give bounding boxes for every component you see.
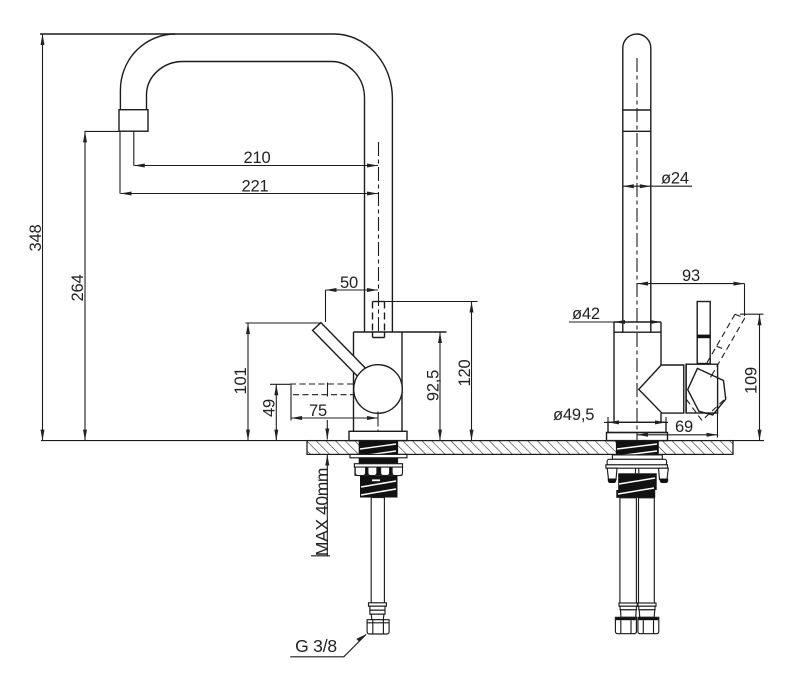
- svg-text:109: 109: [743, 367, 761, 394]
- svg-text:G 3/8: G 3/8: [295, 636, 337, 656]
- svg-text:ø49,5: ø49,5: [553, 406, 594, 424]
- svg-text:101: 101: [232, 368, 250, 395]
- svg-text:50: 50: [340, 274, 358, 292]
- svg-text:ø42: ø42: [572, 305, 600, 323]
- svg-text:69: 69: [675, 418, 693, 436]
- svg-text:221: 221: [242, 178, 269, 196]
- svg-text:210: 210: [244, 149, 271, 167]
- svg-text:120: 120: [456, 360, 474, 387]
- svg-text:ø24: ø24: [661, 170, 689, 188]
- svg-text:49: 49: [261, 399, 279, 417]
- svg-text:92,5: 92,5: [425, 370, 443, 401]
- svg-text:348: 348: [27, 225, 45, 252]
- svg-text:75: 75: [309, 402, 327, 420]
- svg-text:264: 264: [69, 275, 87, 302]
- svg-text:MAX 40mm: MAX 40mm: [312, 468, 332, 556]
- svg-text:93: 93: [682, 267, 700, 285]
